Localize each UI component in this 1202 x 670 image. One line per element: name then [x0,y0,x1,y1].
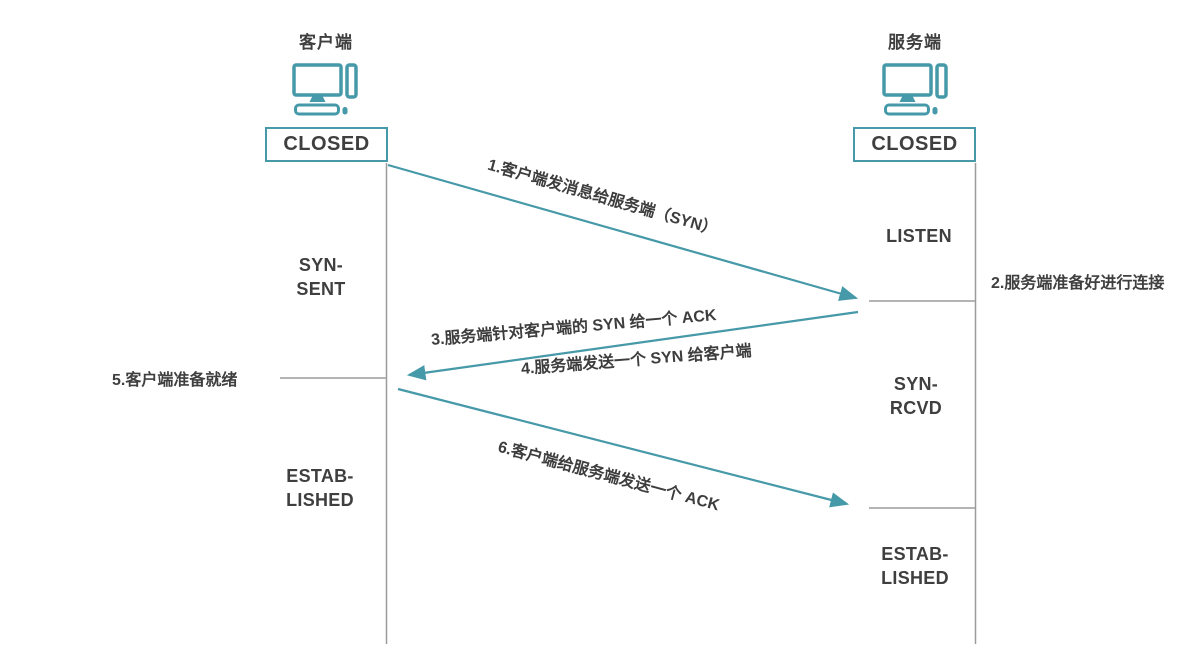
client-state-established: ESTAB- LISHED [286,466,354,510]
client-closed-box: CLOSED [265,127,388,162]
server-title: 服务端 [888,33,942,52]
client-ready-note: 5.客户端准备就绪 [112,372,238,389]
arrow-ack [397,387,850,508]
server-computer-icon [882,63,948,116]
server-ready-note: 2.服务端准备好进行连接 [991,275,1165,292]
client-title: 客户端 [299,33,353,52]
server-state-syn-rcvd: SYN- RCVD [889,374,943,418]
server-closed-box: CLOSED [853,127,976,162]
client-state-syn-sent: SYN- SENT [296,255,346,299]
server-state-listen: LISTEN [886,226,952,246]
server-state-established: ESTAB- LISHED [881,544,949,588]
client-computer-icon [292,63,358,116]
arrow-syn [387,163,859,301]
arrow-syn-ack [406,310,859,381]
